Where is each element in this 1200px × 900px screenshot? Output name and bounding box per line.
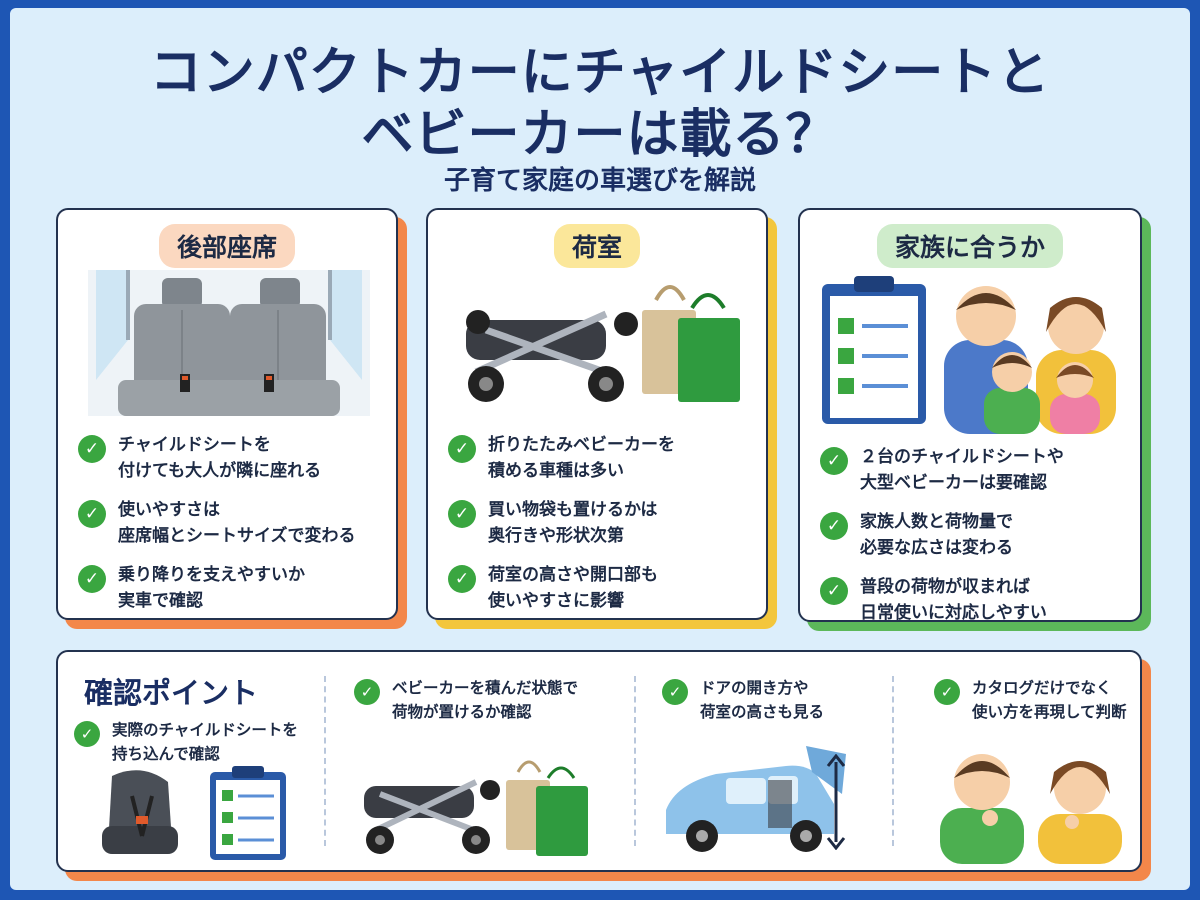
divider (892, 676, 894, 846)
check-icon: ✓ (448, 565, 476, 593)
cargo-card: 荷室 ✓ 折りたたみベビーカーを 積める車種は多い ✓ 買い物袋も置けるかは 奥… (426, 208, 768, 620)
check-icon: ✓ (820, 577, 848, 605)
list-item: ✓ ２台のチャイルドシートや 大型ベビーカーは要確認 (820, 444, 1130, 496)
divider (324, 676, 326, 846)
check-icon: ✓ (448, 435, 476, 463)
family-fit-label: 家族に合うか (876, 224, 1064, 268)
list-item: ✓ チャイルドシートを 付けても大人が隣に座れる (78, 432, 386, 484)
check-icon: ✓ (820, 512, 848, 540)
check-icon: ✓ (448, 500, 476, 528)
thinking-parents-illustration (940, 754, 1122, 864)
stroller-and-bags-illustration (364, 760, 588, 856)
check-icon: ✓ (662, 679, 688, 705)
main-title-line2: ベビーカーは載る？ (361, 105, 839, 165)
list-item: ✓ 折りたたみベビーカーを 積める車種は多い (448, 432, 756, 484)
list-item: ✓ ベビーカーを積んだ状態で 荷物が置けるか確認 (354, 676, 624, 724)
check-icon: ✓ (74, 721, 100, 747)
rear-seat-points: ✓ チャイルドシートを 付けても大人が隣に座れる ✓ 使いやすさは 座席幅とシー… (78, 432, 386, 627)
family-fit-points: ✓ ２台のチャイルドシートや 大型ベビーカーは要確認 ✓ 家族人数と荷物量で 必… (820, 444, 1130, 639)
check-icon: ✓ (354, 679, 380, 705)
rear-seat-card: 後部座席 ✓ チャイルドシートを 付けても大人が隣に座れる ✓ 使いやすさは 座… (56, 208, 398, 620)
family-fit-card: 家族に合うか ✓ ２台のチャイルドシートや 大型ベビーカーは要確認 ✓ 家族人数… (798, 208, 1142, 623)
family-and-checklist-illustration (822, 276, 1116, 434)
check-icon: ✓ (820, 447, 848, 475)
list-item: ✓ 乗り降りを支えやすいか 実車で確認 (78, 562, 386, 614)
rear-seat-label: 後部座席 (158, 224, 296, 268)
subtitle: 子育て家庭の車選びを解説 (443, 166, 756, 196)
divider (634, 676, 636, 846)
check-icon: ✓ (78, 565, 106, 593)
main-title-line1: コンパクトカーにチャイルドシートと (149, 43, 1051, 103)
list-item: ✓ ドアの開き方や 荷室の高さも見る (662, 676, 912, 724)
height-arrow-icon (826, 754, 846, 850)
check-icon: ✓ (78, 500, 106, 528)
cargo-points: ✓ 折りたたみベビーカーを 積める車種は多い ✓ 買い物袋も置けるかは 奥行きや… (448, 432, 756, 627)
child-seat-and-checklist-illustration (102, 766, 286, 860)
list-item: ✓ 実際のチャイルドシートを 持ち込んで確認 (74, 718, 324, 766)
checkpoints-panel: 確認ポイント ✓ 実際のチャイルドシートを 持ち込んで確認 ✓ ベビーカーを積ん… (56, 650, 1142, 872)
list-item: ✓ 普段の荷物が収まれば 日常使いに対応しやすい (820, 574, 1130, 626)
cargo-label: 荷室 (553, 224, 641, 268)
list-item: ✓ カタログだけでなく 使い方を再現して判断 (934, 676, 1144, 724)
check-icon: ✓ (78, 435, 106, 463)
stroller-and-bags-illustration (466, 285, 740, 402)
checkpoints-title: 確認ポイント (84, 676, 259, 710)
list-item: ✓ 家族人数と荷物量で 必要な広さは変わる (820, 509, 1130, 561)
check-icon: ✓ (934, 679, 960, 705)
list-item: ✓ 使いやすさは 座席幅とシートサイズで変わる (78, 497, 386, 549)
list-item: ✓ 荷室の高さや開口部も 使いやすさに影響 (448, 562, 756, 614)
list-item: ✓ 買い物袋も置けるかは 奥行きや形状次第 (448, 497, 756, 549)
rear-seat-illustration (88, 270, 370, 416)
